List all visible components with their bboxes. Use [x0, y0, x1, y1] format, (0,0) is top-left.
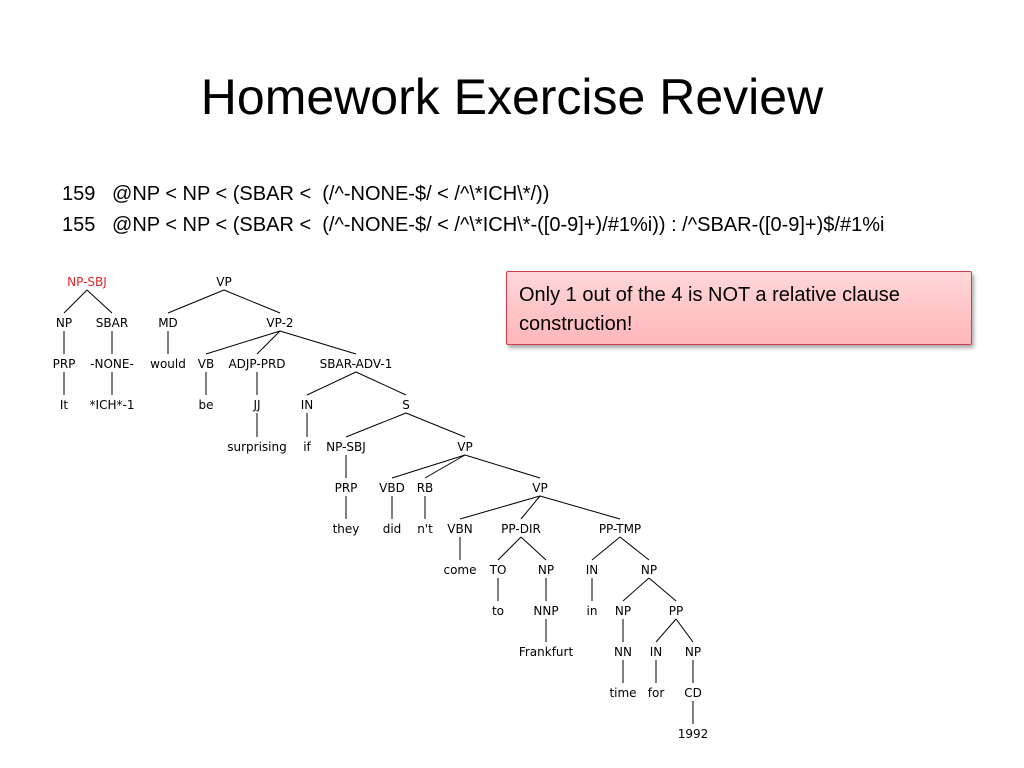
tree-edge-vp4-ppdir — [520, 495, 541, 520]
tree-edge-vp3-rb — [424, 454, 466, 479]
tree-edge-sbaradv-s — [355, 371, 407, 396]
tree-edge-vp3-vp4 — [464, 454, 541, 479]
tree-node-y1992: 1992 — [678, 727, 709, 741]
tree-node-md: MD — [158, 316, 178, 330]
tree-node-vbn: VBN — [447, 522, 472, 536]
tree-node-np2: NP — [538, 563, 554, 577]
tree-node-np1: NP — [56, 316, 72, 330]
tree-node-they: they — [333, 522, 360, 536]
tree-edge-np3-pp — [648, 577, 677, 602]
tree-edge-npsbj-np1 — [63, 289, 88, 314]
tree-node-vb: VB — [198, 357, 214, 371]
tree-node-in3: in — [587, 604, 598, 618]
tree-node-ich: *ICH*-1 — [90, 398, 135, 412]
tree-node-it: It — [60, 398, 69, 412]
tree-node-prp1: PRP — [53, 357, 76, 371]
callout-note: Only 1 out of the 4 is NOT a relative cl… — [506, 271, 972, 345]
tree-edge-s-vp3 — [405, 412, 466, 438]
tree-node-jj: JJ — [252, 398, 260, 412]
query-line-155: 155 @NP < NP < (SBAR < (/^-NONE-$/ < /^\… — [62, 214, 885, 236]
tree-node-come: come — [443, 563, 476, 577]
tree-node-np4: NP — [615, 604, 631, 618]
tree-node-vp4: VP — [532, 481, 547, 495]
tree-edge-vp4-vbn — [459, 495, 541, 520]
tree-node-nt: n't — [417, 522, 433, 536]
tree-node-vp2: VP-2 — [266, 316, 293, 330]
tree-node-rb: RB — [417, 481, 434, 495]
tree-node-nnp: NNP — [533, 604, 558, 618]
tree-edge-vp2-sbaradv — [279, 330, 357, 355]
tree-node-to2: to — [492, 604, 504, 618]
tree-node-none1: -NONE- — [90, 357, 134, 371]
tree-node-sbaradv: SBAR-ADV-1 — [320, 357, 393, 371]
tree-edge-vp2-adjp — [256, 330, 281, 355]
tree-edge-vp3-vbd — [391, 454, 466, 479]
tree-edge-sbaradv-in1 — [306, 371, 357, 396]
tree-node-ppdir: PP-DIR — [501, 522, 541, 536]
tree-node-be: be — [199, 398, 214, 412]
tree-node-pptmp: PP-TMP — [599, 522, 641, 536]
tree-edge-vp1-vp2 — [223, 289, 281, 314]
tree-node-cd: CD — [684, 686, 702, 700]
tree-edge-vp1-md — [167, 289, 225, 314]
tree-edge-pptmp-np3 — [619, 536, 650, 561]
tree-node-to1: TO — [489, 563, 507, 577]
tree-edge-pp-np5 — [675, 618, 694, 643]
tree-node-surprising: surprising — [227, 440, 286, 454]
tree-node-vp3: VP — [457, 440, 472, 454]
tree-edge-vp2-vb — [205, 330, 281, 355]
tree-node-time: time — [609, 686, 636, 700]
tree-node-sbar1: SBAR — [96, 316, 128, 330]
tree-edge-pptmp-in2 — [591, 536, 621, 561]
tree-node-npsbj: NP-SBJ — [67, 275, 107, 289]
tree-node-np5: NP — [685, 645, 701, 659]
tree-node-np3: NP — [641, 563, 657, 577]
tree-edge-np3-np4 — [622, 577, 650, 602]
tree-node-vp1: VP — [216, 275, 231, 289]
tree-node-vbd: VBD — [379, 481, 405, 495]
tree-edge-pp-in4 — [655, 618, 677, 643]
tree-edge-npsbj-sbar1 — [86, 289, 113, 314]
tree-node-prp2: PRP — [335, 481, 358, 495]
tree-node-did: did — [383, 522, 402, 536]
tree-node-in4: IN — [650, 645, 663, 659]
tree-node-pp: PP — [669, 604, 683, 618]
tree-node-for: for — [648, 686, 665, 700]
tree-edge-ppdir-np2 — [520, 536, 547, 561]
tree-edges — [63, 289, 694, 724]
tree-edge-ppdir-to1 — [497, 536, 522, 561]
query-line-159: 159 @NP < NP < (SBAR < (/^-NONE-$/ < /^\… — [62, 183, 550, 205]
tree-node-would: would — [150, 357, 186, 371]
tree-node-nn: NN — [614, 645, 632, 659]
tree-node-adjp: ADJP-PRD — [228, 357, 285, 371]
tree-node-in2: IN — [586, 563, 599, 577]
tree-node-in1: IN — [301, 398, 314, 412]
tree-node-frankfurt: Frankfurt — [519, 645, 574, 659]
tree-edge-vp4-pptmp — [539, 495, 621, 520]
tree-node-if: if — [303, 440, 311, 454]
tree-node-s: S — [402, 398, 410, 412]
slide-title: Homework Exercise Review — [200, 69, 824, 125]
tree-node-npsbj2: NP-SBJ — [326, 440, 366, 454]
tree-edge-s-npsbj2 — [345, 412, 407, 438]
